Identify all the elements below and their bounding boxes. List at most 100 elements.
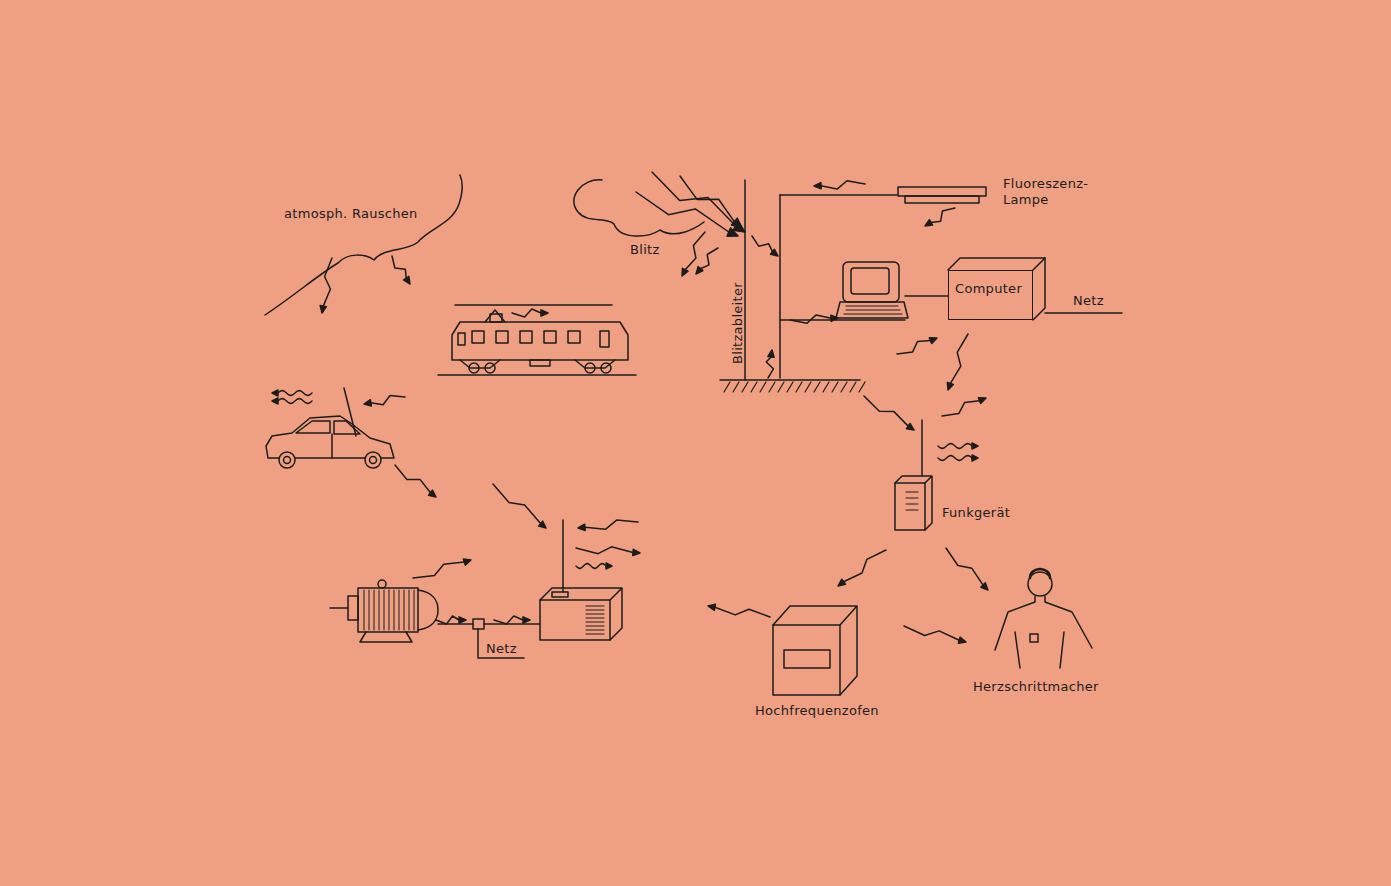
zigzag-arrow (323, 258, 332, 306)
motor-rib (404, 590, 405, 630)
arrow-head (523, 617, 530, 623)
zigzag-arrow (685, 232, 705, 270)
arrow-head (831, 315, 838, 321)
arrow-head (727, 228, 738, 236)
arrow-head (768, 350, 774, 357)
cloud (265, 175, 462, 315)
arrow-head (929, 338, 937, 344)
vent-slot (586, 606, 604, 607)
arrow-head (459, 617, 466, 623)
motor-rib (364, 590, 365, 630)
zigzag-arrow (413, 562, 464, 578)
hatch-stroke (805, 382, 811, 392)
hatch-stroke (733, 382, 739, 392)
vent-slot (586, 626, 604, 627)
wave-line (576, 564, 606, 569)
terminal (836, 262, 948, 318)
arrow-head (771, 249, 778, 256)
lightning-rod (720, 180, 905, 380)
zigzag-arrow (950, 334, 968, 383)
hatch-stroke (832, 382, 838, 392)
arrow-head (972, 443, 978, 449)
radio-label: Funkgerät (942, 505, 1010, 521)
arrow-head (539, 521, 546, 528)
arrow-head (972, 455, 978, 461)
noise-label: atmosph. Rauschen (284, 206, 418, 222)
motor-rib (374, 590, 375, 630)
zigzag-arrow (821, 181, 865, 189)
node-text: Computer (955, 281, 1032, 297)
zigzag-arrow (371, 396, 405, 405)
person (995, 569, 1092, 668)
interference-arrows (272, 172, 988, 643)
zigzag-arrow (680, 176, 734, 222)
zigzag-arrow (392, 256, 406, 278)
vent-slot (586, 618, 604, 619)
arrow-head (541, 310, 548, 316)
arrow-head (696, 267, 703, 274)
zigzag-arrow (790, 315, 831, 323)
arrester-label: Blitzableiter (730, 282, 746, 364)
cloud (574, 180, 704, 236)
arrow-head (320, 306, 326, 313)
vent-slot (586, 610, 604, 611)
zigzag-arrow (864, 396, 908, 426)
zigzag-arrow (585, 520, 638, 529)
computer-box-depth (948, 258, 1122, 320)
car (266, 388, 394, 468)
zigzag-arrow (946, 548, 983, 585)
vent-slot (586, 614, 604, 615)
wave-line (278, 391, 312, 396)
arrow-head (404, 276, 410, 284)
radio-device (540, 520, 622, 640)
radio-set (895, 420, 932, 530)
mains-label: Netz (1073, 293, 1104, 309)
hatch-stroke (796, 382, 802, 392)
hatch-stroke (778, 382, 784, 392)
arrow-head (947, 382, 953, 390)
ground-hatch (724, 382, 865, 392)
vent-slot (586, 622, 604, 623)
arrow-head (364, 400, 371, 406)
zigzag-arrow (576, 547, 633, 554)
arrow-head (925, 220, 933, 226)
hf-oven (773, 606, 857, 695)
motor (330, 580, 540, 658)
oven-label: Hochfrequenzofen (755, 703, 879, 719)
zigzag-arrow (844, 550, 886, 582)
arrow-head (981, 583, 988, 590)
arrow-head (463, 559, 471, 565)
arrow-head (272, 390, 278, 396)
arrow-head (578, 524, 585, 530)
hatch-stroke (814, 382, 820, 392)
arrow-head (606, 563, 612, 569)
zigzag-arrow (701, 248, 719, 269)
zigzag-arrow (931, 208, 955, 222)
motor-rib (384, 590, 385, 630)
zigzag-arrow (715, 607, 770, 617)
arrow-head (272, 398, 278, 404)
hatch-stroke (841, 382, 847, 392)
zigzag-arrow (395, 465, 431, 493)
arrow-head (731, 218, 742, 228)
wave-line (938, 456, 972, 461)
motor-rib (394, 590, 395, 630)
zigzag-arrow (493, 484, 541, 524)
wave-line (938, 444, 972, 449)
zigzag-arrow (904, 626, 959, 640)
lightning-label: Blitz (630, 242, 660, 258)
hatch-stroke (742, 382, 748, 392)
hatch-stroke (760, 382, 766, 392)
arrow-head (708, 604, 715, 610)
lamp-label: Fluoreszenz- Lampe (1003, 176, 1103, 208)
hatch-stroke (859, 382, 865, 392)
pacemaker-label: Herzschrittmacher (973, 679, 1099, 695)
motor-rib (369, 590, 370, 630)
motor-rib (399, 590, 400, 630)
arrow-head (429, 490, 436, 497)
zigzag-arrow (652, 172, 736, 226)
arrow-head (906, 423, 914, 430)
computer-box: Computer (948, 270, 1033, 320)
vent-slot (586, 634, 604, 635)
